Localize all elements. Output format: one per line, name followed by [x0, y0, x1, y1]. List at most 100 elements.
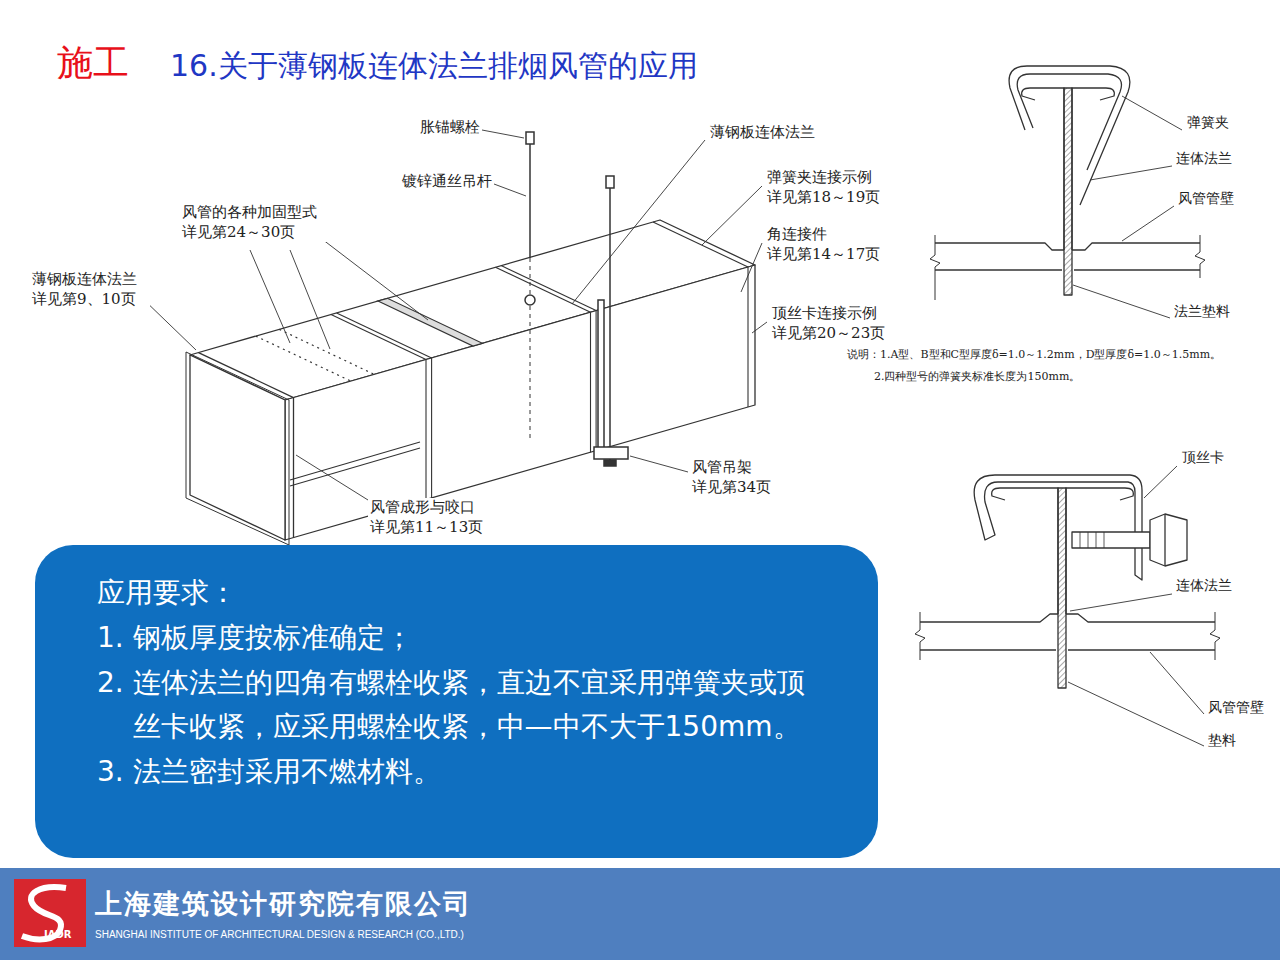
- duct-reinforcement: [256, 298, 483, 381]
- duct-joint: [290, 448, 420, 486]
- list-item: 2. 连体法兰的四角有螺栓收紧，直边不宜采用弹簧夹或顶丝卡收紧，应采用螺栓收紧，…: [97, 661, 828, 751]
- duct-body: [199, 353, 294, 398]
- part-label: 连体法兰: [1174, 149, 1234, 167]
- part-label: 镀锌通丝吊杆: [400, 172, 494, 192]
- hanger-rod: [598, 300, 604, 452]
- duct-joint: [431, 358, 432, 498]
- note-text: 说明：1.A型、B型和C型厚度δ=1.0～1.2mm，D型厚度δ=1.0～1.5…: [845, 348, 1223, 362]
- duct-reinforcement: [378, 298, 482, 346]
- duct-joint: [747, 267, 748, 407]
- duct-body: [186, 352, 289, 545]
- leader-line: [1122, 96, 1182, 130]
- duct-joint: [596, 311, 597, 451]
- screw-clip-detail: [1080, 532, 1104, 548]
- leader-line: [1068, 682, 1204, 746]
- duct-body: [186, 220, 755, 545]
- leader-line: [296, 455, 368, 500]
- screw-clip-detail: [920, 649, 1056, 650]
- part-label: 垫料: [1206, 731, 1238, 749]
- leader-line: [1073, 96, 1182, 318]
- screw-clip-detail: [974, 475, 1142, 580]
- requirement-panel: 应用要求：1. 钢板厚度按标准确定；2. 连体法兰的四角有螺栓收紧，直边不宜采用…: [35, 545, 878, 858]
- leader-line: [1070, 594, 1172, 611]
- leader-line: [290, 250, 330, 349]
- logo-text: IADR: [44, 928, 71, 941]
- part-label: 胀锚螺栓: [418, 118, 482, 138]
- duct-joint: [425, 360, 426, 500]
- list-item: 1. 钢板厚度按标准确定；: [97, 616, 828, 661]
- spring-clip-detail: [1072, 88, 1114, 250]
- duct-body: [293, 398, 294, 538]
- spring-clip-detail: [1074, 269, 1200, 270]
- duct-joint: [290, 442, 420, 480]
- part-label: 风管管壁: [1206, 698, 1266, 716]
- screw-clip-detail: [1068, 649, 1215, 650]
- part-label: 连体法兰: [1174, 576, 1234, 594]
- screw-clip-detail: [1150, 514, 1187, 566]
- part-label: 弹簧夹连接示例 详见第18～19页: [765, 168, 891, 207]
- screw-clip-detail: [992, 488, 1058, 614]
- company-logo: [14, 879, 86, 947]
- note-text: 2.四种型号的弹簧夹标准长度为150mm。: [872, 370, 1082, 384]
- leader-line: [1144, 466, 1177, 498]
- leader-line: [752, 322, 767, 333]
- duct-joint: [496, 267, 591, 312]
- spring-clip-detail: [1072, 243, 1200, 250]
- part-label: 顶丝卡连接示例 详见第20～23页: [770, 304, 896, 343]
- duct-joint: [290, 222, 748, 500]
- company-name-en: SHANGHAI INSTITUTE OF ARCHITECTURAL DESI…: [95, 928, 464, 941]
- part-label: 风管的各种加固型式 详见第24～30页: [180, 203, 329, 242]
- leader-line: [482, 130, 524, 138]
- screw-clip-detail: [915, 612, 925, 660]
- leader-line: [741, 243, 762, 292]
- part-label: 法兰垫料: [1172, 302, 1232, 320]
- spring-clip-detail: [930, 235, 940, 300]
- spring-clip-detail: [935, 243, 1064, 250]
- duct-joint: [653, 222, 748, 267]
- panel-heading: 应用要求：: [97, 571, 828, 616]
- part-label: 薄钢板连体法兰: [708, 123, 817, 143]
- leader-line: [318, 236, 428, 320]
- hanger-rod: [525, 295, 535, 305]
- leader-line: [140, 130, 767, 500]
- company-logo: [14, 879, 86, 947]
- leader-line: [1122, 206, 1174, 241]
- spring-clip-detail: [935, 269, 1062, 270]
- hanger-rod: [609, 188, 611, 466]
- list-item: 3. 法兰密封采用不燃材料。: [97, 750, 828, 795]
- part-label: 风管吊架 详见第34页: [690, 458, 784, 497]
- part-label: 弹簧夹: [1185, 113, 1231, 131]
- duct-body: [285, 265, 755, 540]
- leader-line: [250, 250, 290, 343]
- screw-clip-detail: [1058, 488, 1066, 688]
- leader-line: [1073, 285, 1170, 318]
- leader-line: [1068, 466, 1204, 746]
- duct-joint: [590, 312, 591, 452]
- hanger-rod: [604, 460, 616, 466]
- screw-clip-detail: [920, 614, 1058, 622]
- panel-body: 应用要求：1. 钢板厚度按标准确定；2. 连体法兰的四角有螺栓收紧，直边不宜采用…: [35, 545, 878, 815]
- duct-body: [190, 355, 285, 540]
- spring-clip-detail: [1017, 74, 1121, 170]
- spring-clip-detail: [1009, 66, 1130, 205]
- screw-clip-detail: [1072, 532, 1150, 548]
- spring-clip-detail: [1022, 88, 1064, 250]
- spring-clip-detail: [930, 66, 1205, 300]
- hanger-rod: [606, 176, 614, 188]
- part-label: 风管管壁: [1176, 189, 1236, 207]
- part-label: 角连接件 详见第14～17页: [765, 225, 891, 264]
- footer-band: [0, 868, 1280, 960]
- leader-line: [702, 186, 762, 245]
- leader-line: [494, 184, 526, 196]
- hanger-rod: [530, 258, 531, 440]
- section-tag: 施工: [57, 40, 129, 87]
- part-label: 顶丝卡: [1180, 448, 1226, 466]
- spring-clip-detail: [1064, 88, 1072, 295]
- leader-line: [1150, 652, 1204, 714]
- screw-clip-detail: [1210, 612, 1220, 660]
- hanger-rod: [526, 132, 534, 144]
- part-label: 薄钢板连体法兰 详见第9、10页: [30, 270, 150, 309]
- part-label: 风管成形与咬口 详见第11～13页: [368, 498, 494, 537]
- spring-clip-detail: [1195, 235, 1205, 278]
